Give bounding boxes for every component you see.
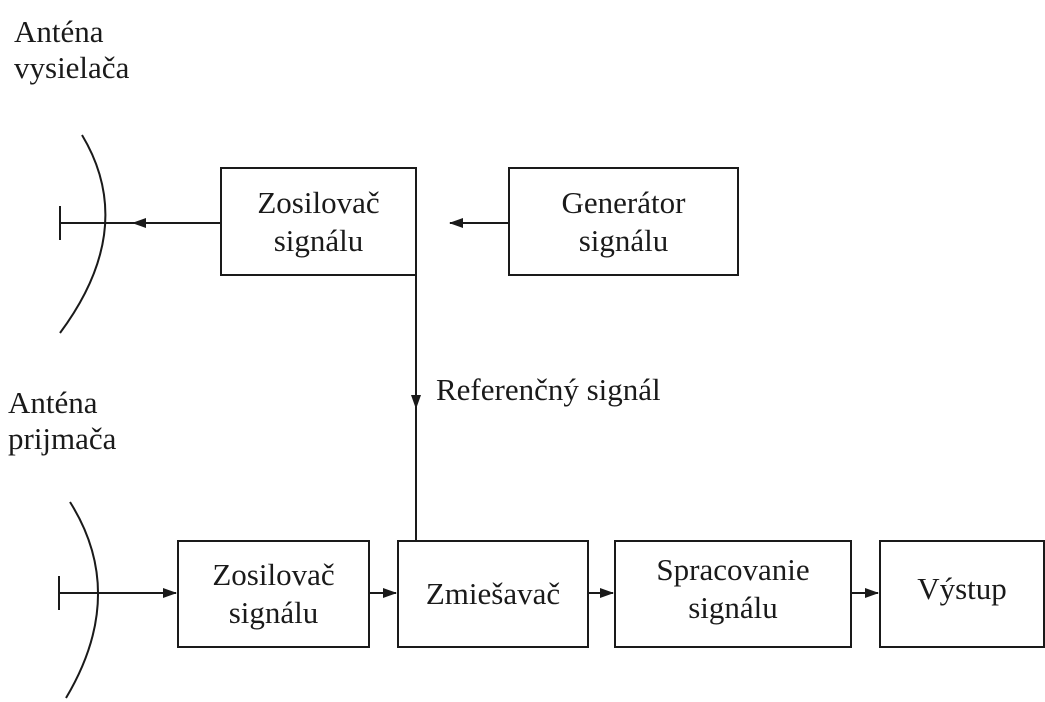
output-label: Výstup bbox=[917, 571, 1007, 606]
signal-generator-label: Generátor signálu bbox=[561, 184, 686, 258]
tx-antenna-label: Anténa vysielača bbox=[14, 14, 130, 85]
reference-signal-label: Referenčný signál bbox=[436, 372, 661, 407]
mixer-label: Zmiešavač bbox=[425, 576, 561, 611]
tx-amplifier-label: Zosilovač signálu bbox=[257, 184, 380, 258]
signal-processing-label: Spracovanie signálu bbox=[656, 552, 810, 625]
rx-amplifier-label: Zosilovač signálu bbox=[212, 557, 335, 630]
rx-antenna-label: Anténa prijmača bbox=[8, 385, 117, 456]
signal-generator-box bbox=[508, 167, 739, 276]
tx-antenna-dish bbox=[59, 134, 107, 334]
rx-antenna-dish bbox=[65, 501, 99, 699]
output-box bbox=[879, 540, 1045, 648]
tx-amplifier-box bbox=[220, 167, 417, 276]
